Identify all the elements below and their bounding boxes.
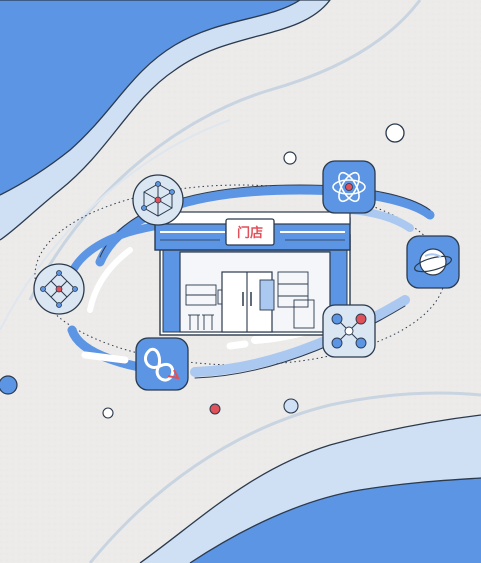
store-shelves-right bbox=[259, 271, 315, 329]
store-sign-text: 门店 bbox=[237, 225, 263, 241]
planet-icon bbox=[406, 235, 460, 289]
network-cube-icon bbox=[132, 174, 184, 226]
orbit-rings bbox=[34, 184, 446, 379]
atom-icon bbox=[322, 160, 376, 214]
decorative-dots bbox=[0, 123, 405, 419]
store-sign: 门店 bbox=[225, 218, 275, 246]
top-left-wave bbox=[0, 0, 422, 331]
store-building bbox=[154, 211, 351, 336]
diamond-network-icon bbox=[33, 263, 85, 315]
bottom-right-wave bbox=[88, 391, 481, 563]
infinity-loop-icon bbox=[135, 337, 189, 391]
hub-network-icon bbox=[322, 304, 376, 358]
